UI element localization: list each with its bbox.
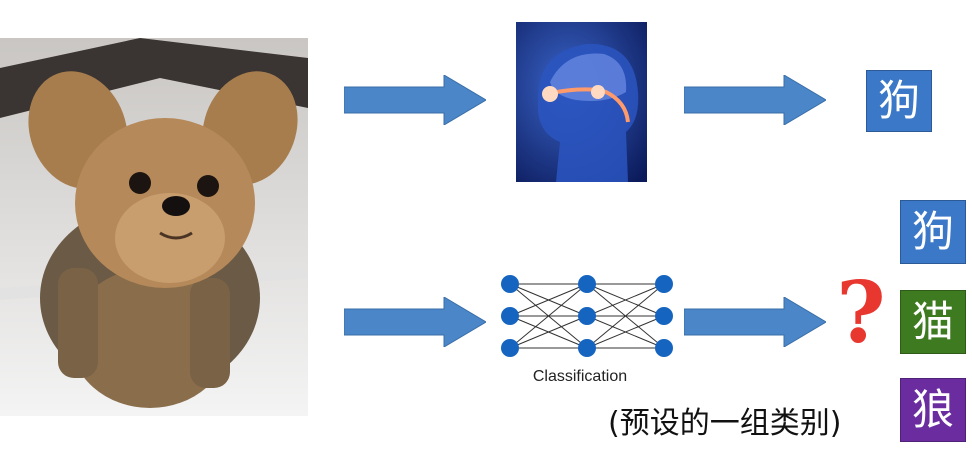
human-answer-label: 狗	[877, 76, 920, 125]
arrow-to-answer	[684, 75, 826, 125]
human-answer-box: 狗	[866, 70, 932, 132]
question-mark: ?	[836, 263, 886, 362]
class-box-dog: 狗	[900, 200, 966, 264]
neural-network-diagram	[501, 275, 673, 357]
brain-image	[516, 22, 647, 182]
arrow-to-classifier	[344, 297, 486, 347]
arrow-to-question	[684, 297, 826, 347]
arrow-to-brain	[344, 75, 486, 125]
class-box-wolf: 狼	[900, 378, 966, 442]
class-label-dog: 狗	[911, 207, 954, 256]
dog-photo	[0, 38, 308, 416]
class-box-cat: 猫	[900, 290, 966, 354]
classification-caption: Classification	[532, 368, 628, 385]
class-label-cat: 猫	[911, 297, 954, 346]
preset-classes-note: (预设的一组类别)	[608, 406, 842, 441]
class-label-wolf: 狼	[911, 385, 954, 434]
